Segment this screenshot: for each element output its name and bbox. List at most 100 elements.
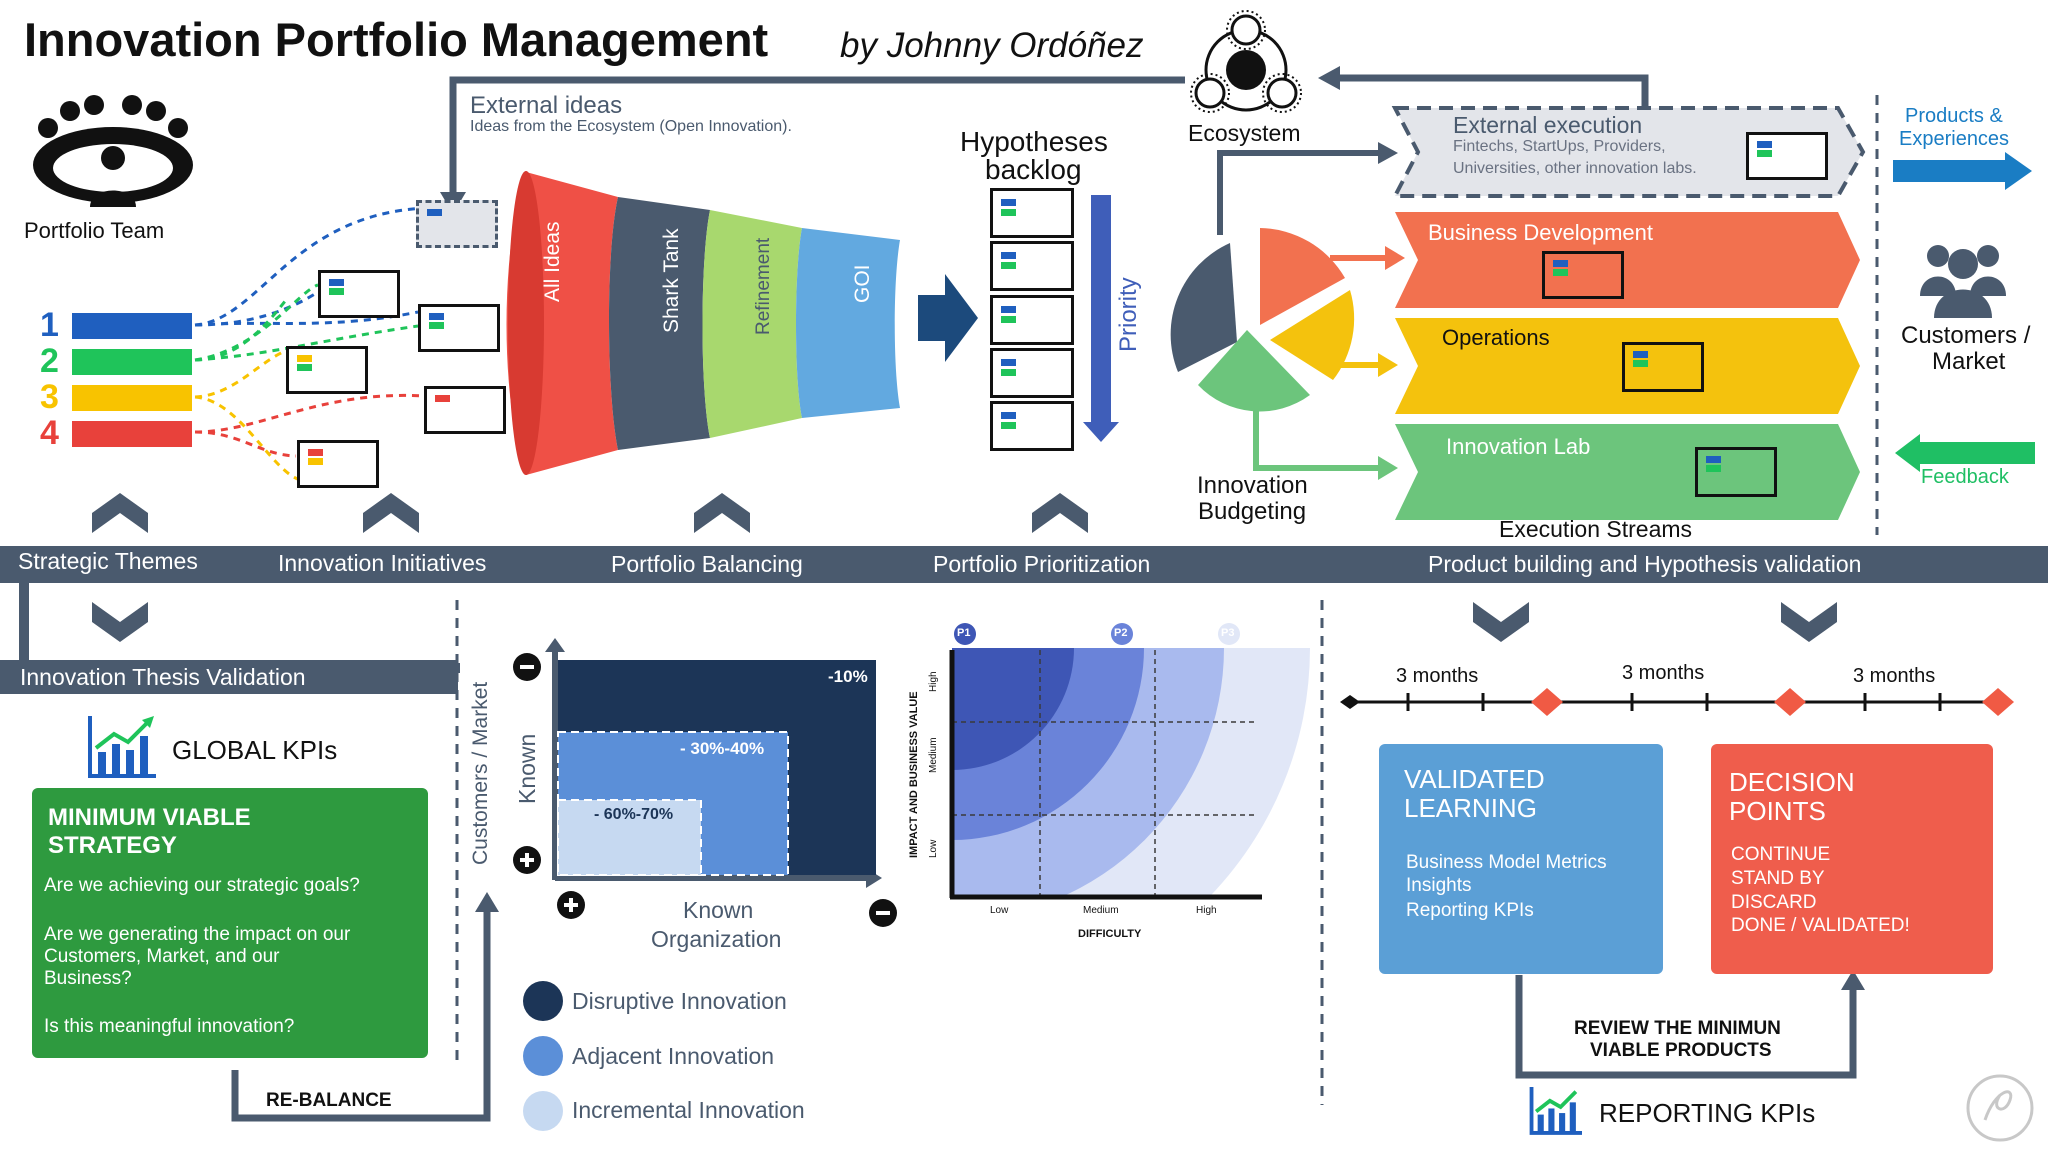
process-band [0,546,2048,583]
mvs-question-1: Are we achieving our strategic goals? [44,875,360,896]
funnel-stage-refinement-shape [702,210,802,438]
external-idea-card[interactable] [416,200,498,248]
backlog-title-line2: backlog [985,154,1082,185]
stream-innovation-lab-label: Innovation Lab [1446,434,1591,459]
reporting-kpis-title: REPORTING KPIs [1599,1098,1816,1128]
legend-adjacent: Adjacent Innovation [572,1043,775,1069]
customers-label-line1: Customers / [1901,322,2031,349]
feedback-arrow [1895,434,2035,472]
backlog-title-line1: Hypotheses [960,126,1108,157]
balancing-x-axis-inner: Known [683,897,754,923]
funnel-label-shark-tank: Shark Tank [660,228,683,333]
decision-item-discard: DISCARD [1731,892,1817,913]
initiative-card[interactable] [286,346,368,394]
thesis-label: Innovation Thesis Validation [20,664,306,690]
review-label-line1: REVIEW THE MINIMUN [1574,1018,1781,1039]
page-author: by Johnny Ordóñez [840,26,1144,65]
balancing-level-incremental: - 60%-70% [594,806,674,823]
priority-label: Priority [1115,277,1142,352]
backlog-card[interactable] [990,295,1074,345]
customers-label-line2: Market [1932,348,2006,375]
initiative-card[interactable] [424,386,506,434]
prio-y-tick-medium: Medium [928,737,939,773]
global-kpis-title: GLOBAL KPIs [172,735,338,765]
theme-bar-3[interactable] [72,385,192,411]
prio-x-tick-high: High [1196,905,1217,916]
ecosystem-icon [1186,8,1306,116]
decision-item-continue: CONTINUE [1731,844,1831,865]
initiative-card[interactable] [297,440,379,488]
legend-incremental: Incremental Innovation [572,1097,805,1123]
theme-number-2: 2 [40,342,59,380]
theme-links [194,206,426,482]
mvs-title-line2: STRATEGY [48,832,177,859]
prio-p2: P2 [1114,627,1128,639]
products-arrow [1893,152,2032,190]
backlog-card[interactable] [990,348,1074,398]
prioritization-chart [949,623,1310,900]
band-label-portfolio-prioritization: Portfolio Prioritization [933,551,1151,577]
customers-icon [1918,238,2008,322]
streams-caption: Execution Streams [1499,516,1693,542]
backlog-card[interactable] [990,188,1074,238]
band-label-innovation-initiatives: Innovation Initiatives [278,550,487,576]
budgeting-label-line2: Budgeting [1198,498,1307,525]
theme-bar-1[interactable] [72,313,192,339]
stream-operations-card[interactable] [1622,342,1704,392]
mvs-title-line1: MINIMUM VIABLE [48,804,251,831]
timeline-period-3: 3 months [1853,665,1936,687]
stream-business-label: Business Development [1428,220,1654,245]
prio-y-tick-low: Low [928,839,939,858]
validated-item-3: Reporting KPIs [1406,900,1534,921]
band-label-strategic-themes: Strategic Themes [18,548,198,574]
prio-x-tick-low: Low [990,905,1009,916]
review-label-line2: VIABLE PRODUCTS [1590,1040,1772,1061]
decision-points-box: DECISION POINTS CONTINUE STAND BY DISCAR… [1711,744,1993,974]
funnel-label-refinement: Refinement [753,237,774,335]
backlog-card[interactable] [990,241,1074,291]
mvs-question-2b: Customers, Market, and our [44,946,280,967]
validated-title-line2: LEARNING [1404,793,1537,823]
funnel-label-goi: GOI [851,264,874,303]
page-title: Innovation Portfolio Management [24,13,769,66]
rebalance-label: RE-BALANCE [266,1090,392,1111]
stream-innovation-lab-card[interactable] [1695,447,1777,497]
validated-title-line1: VALIDATED [1404,764,1545,794]
team-label: Portfolio Team [24,218,165,243]
mvs-box: MINIMUM VIABLE STRATEGY Are we achieving… [32,788,428,1058]
stream-operations-label: Operations [1442,325,1550,350]
external-ideas-subtitle: Ideas from the Ecosystem (Open Innovatio… [470,118,792,135]
global-kpis-icon [86,712,158,780]
products-label-line1: Products & [1905,105,2003,127]
balancing-level-adjacent: - 30%-40% [680,739,765,758]
stream-external-title: External execution [1453,112,1643,138]
external-ideas-title: External ideas [470,92,623,119]
budgeting-label-line1: Innovation [1197,472,1308,499]
ecosystem-to-ideas-arrow [449,76,1185,200]
theme-number-1: 1 [40,306,59,344]
theme-bar-2[interactable] [72,349,192,375]
priority-arrowhead [1083,422,1119,442]
reporting-kpis-icon [1528,1084,1584,1136]
validated-item-2: Insights [1406,875,1472,896]
initiative-card[interactable] [418,304,500,352]
thesis-band [0,660,458,694]
feedback-label: Feedback [1921,466,2009,488]
down-chevrons [92,602,1837,642]
initiative-card[interactable] [318,270,400,318]
backlog-card[interactable] [990,401,1074,451]
stream-business-card[interactable] [1542,251,1624,299]
validated-learning-box: VALIDATED LEARNING Business Model Metric… [1379,744,1663,974]
stream-external-line2: Universities, other innovation labs. [1453,160,1697,177]
stream-external-card[interactable] [1746,132,1828,180]
band-label-portfolio-balancing: Portfolio Balancing [611,551,803,577]
prio-x-tick-medium: Medium [1083,905,1119,916]
prio-p3: P3 [1221,627,1235,639]
legend-disruptive: Disruptive Innovation [572,988,787,1014]
mvs-question-3: Is this meaningful innovation? [44,1016,295,1037]
theme-bar-4[interactable] [72,421,192,447]
stream-external-line1: Fintechs, StartUps, Providers, [1453,138,1666,155]
team-icon [28,95,198,210]
prio-y-tick-high: High [928,671,939,692]
